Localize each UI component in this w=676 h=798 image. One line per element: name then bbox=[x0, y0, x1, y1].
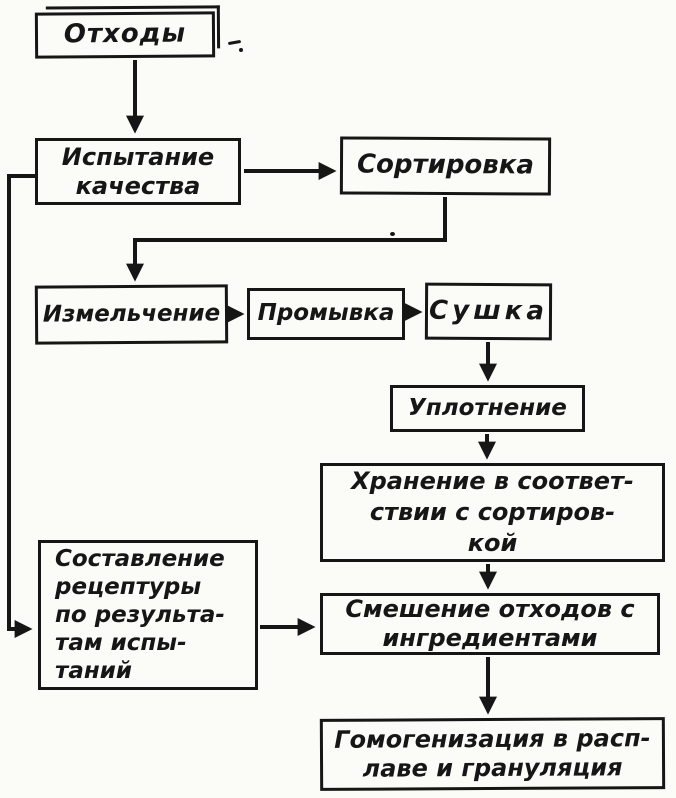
node-khranenie-label: Хранение в соответ- ствии с сортиров- ко… bbox=[351, 466, 634, 558]
node-promyvka: Промывка bbox=[247, 288, 405, 340]
node-gomogenizatsiya-label: Гомогенизация в расп- лаве и грануляция bbox=[334, 724, 651, 783]
node-smeshenie-label: Смешение отходов с ингредиентами bbox=[345, 595, 635, 652]
scan-mark-dash bbox=[227, 39, 242, 46]
node-sortirovka: Сортировка bbox=[339, 136, 552, 196]
node-ispytanie-kachestva-label: Испытание качества bbox=[61, 142, 215, 200]
node-sostavlenie-retseptury: Составление рецептуры по результа- там и… bbox=[38, 540, 258, 690]
node-sostavlenie-label: Составление рецептуры по результа- там и… bbox=[55, 545, 225, 685]
node-ispytanie-kachestva: Испытание качества bbox=[35, 138, 241, 205]
node-otkhody-label: Отходы bbox=[63, 18, 187, 50]
node-promyvka-label: Промывка bbox=[257, 300, 395, 327]
scan-mark-dot bbox=[239, 48, 243, 52]
edge-ispytanie-sostavlenie-feedback bbox=[7, 174, 35, 638]
node-sushka: Сушка bbox=[424, 282, 553, 341]
node-sushka-label: Сушка bbox=[429, 295, 549, 327]
node-uplotnenie: Уплотнение bbox=[390, 385, 585, 432]
node-otkhody: Отходы bbox=[34, 11, 216, 59]
edge-sortirovka-izmelchenie bbox=[126, 197, 447, 282]
node-izmelchenie-label: Измельчение bbox=[42, 300, 221, 328]
node-gomogenizatsiya: Гомогенизация в расп- лаве и грануляция bbox=[319, 717, 666, 791]
node-sortirovka-label: Сортировка bbox=[356, 149, 535, 181]
node-izmelchenie: Измельчение bbox=[34, 284, 229, 345]
node-smeshenie-otkhodov: Смешение отходов с ингредиентами bbox=[320, 593, 660, 655]
node-khranenie-v-sootvetstvii: Хранение в соответ- ствии с сортиров- ко… bbox=[320, 463, 665, 562]
scan-mark-dot bbox=[390, 232, 395, 236]
node-uplotnenie-label: Уплотнение bbox=[408, 394, 567, 421]
